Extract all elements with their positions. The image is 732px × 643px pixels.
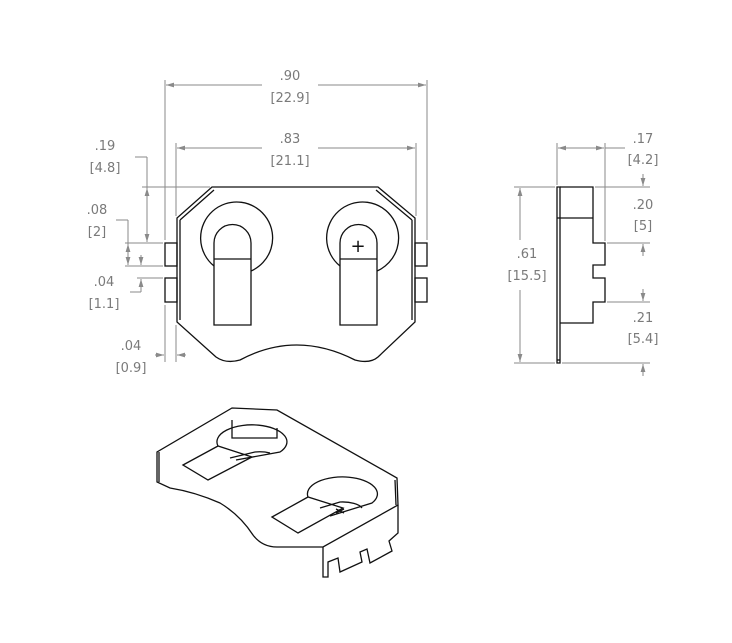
svg-text:[21.1]: [21.1] <box>270 154 309 169</box>
svg-text:[15.5]: [15.5] <box>507 269 546 284</box>
svg-text:[1.1]: [1.1] <box>89 297 120 312</box>
dimension-body-width: .83 [21.1] <box>175 132 417 216</box>
right-tab-upper <box>414 242 428 267</box>
svg-text:.20: .20 <box>633 198 654 213</box>
chamfer-edges <box>179 189 413 320</box>
dimension-depth: .17 [4.2] <box>556 132 659 241</box>
svg-text:[5]: [5] <box>634 219 652 234</box>
svg-text:.21: .21 <box>633 311 654 326</box>
svg-text:[22.9]: [22.9] <box>270 91 309 106</box>
svg-text:.04: .04 <box>121 339 142 354</box>
isometric-view <box>156 407 399 578</box>
iso-left-ring <box>216 424 288 461</box>
dimension-side-top-to-tab: .20 [5] <box>595 174 653 256</box>
dimension-overall-width: .90 [22.9] <box>164 69 428 240</box>
right-tab-lower <box>414 277 428 303</box>
left-tab-upper <box>164 242 178 267</box>
left-contact-ring <box>200 201 274 272</box>
right-contact-ring <box>326 201 400 272</box>
svg-text:.61: .61 <box>517 247 538 262</box>
svg-text:[0.9]: [0.9] <box>116 361 147 376</box>
svg-text:[5.4]: [5.4] <box>628 332 659 347</box>
svg-text:[2]: [2] <box>88 225 106 240</box>
dimension-side-tab-to-bottom: .21 [5.4] <box>562 289 658 376</box>
svg-text:.83: .83 <box>280 132 301 147</box>
iso-right-contact <box>270 496 363 534</box>
side-body <box>560 186 606 324</box>
dimension-tab-depth: .04 [0.9] <box>116 305 186 376</box>
top-view: + .90 [22.9] .83 [21.1] .19 [4.8] <box>87 69 428 376</box>
svg-text:.90: .90 <box>280 69 301 84</box>
iso-left-contact <box>181 445 271 481</box>
svg-text:[4.8]: [4.8] <box>90 161 121 176</box>
left-tab-lower <box>164 277 178 303</box>
dimension-tab-height: .08 [2] <box>87 203 163 267</box>
holder-outline <box>176 186 416 363</box>
iso-outline <box>156 407 399 548</box>
side-plate <box>556 186 561 364</box>
iso-right-ring <box>306 476 379 517</box>
svg-text:.08: .08 <box>87 203 108 218</box>
svg-text:.17: .17 <box>633 132 654 147</box>
right-contact-slot <box>339 223 378 326</box>
side-view: .61 [15.5] .17 [4.2] .20 [5] .21 [5.4 <box>507 132 658 376</box>
iso-plus-mark <box>335 508 345 514</box>
iso-front-skirt <box>322 505 399 578</box>
svg-text:[4.2]: [4.2] <box>628 153 659 168</box>
dimension-overall-height: .61 [15.5] <box>507 186 555 364</box>
plus-polarity-icon: + <box>350 236 365 257</box>
dimension-tab-gap: .04 [1.1] <box>89 255 163 312</box>
dimension-top-to-tab: .19 [4.8] <box>90 139 210 244</box>
svg-text:.19: .19 <box>95 139 116 154</box>
left-contact-slot <box>213 223 252 326</box>
svg-text:.04: .04 <box>94 275 115 290</box>
